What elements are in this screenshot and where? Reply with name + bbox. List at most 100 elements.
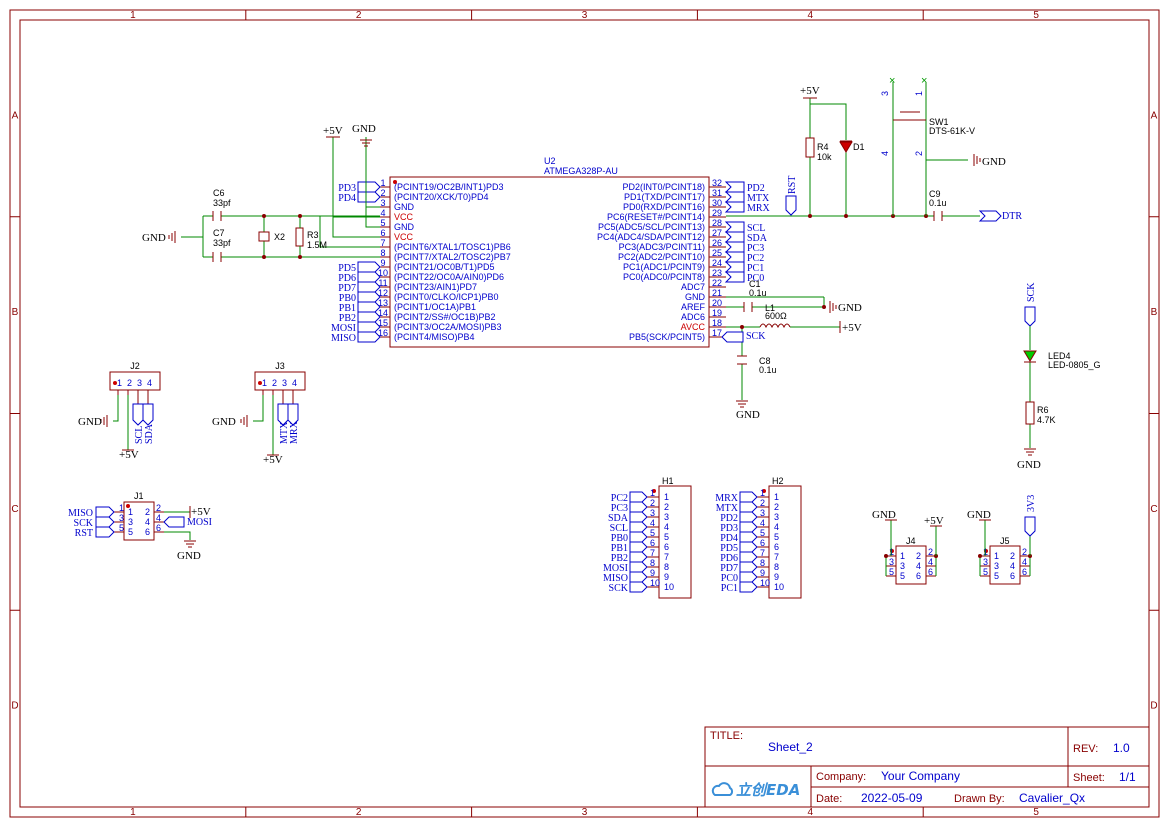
r6-value: 4.7K xyxy=(1037,415,1056,425)
mcu-left-pd7-flag xyxy=(357,281,381,293)
j1-sck-flag xyxy=(95,516,115,528)
h2-pin-name: 10 xyxy=(774,582,784,592)
c1-value: 0.1u xyxy=(749,288,767,298)
h1-sda-flag xyxy=(629,511,648,523)
j3-ref: J3 xyxy=(275,361,285,371)
h2-pd6-net-label: PD6 xyxy=(720,553,738,564)
j5-pin: 3 xyxy=(994,561,999,571)
h2-pc0-flag xyxy=(739,571,758,583)
mcu-pin-name: ADC7 xyxy=(681,282,705,292)
j3-pin: 2 xyxy=(272,378,277,388)
h2-pc1-net-label: PC1 xyxy=(721,583,738,594)
c9-value: 0.1u xyxy=(929,198,947,208)
j1-ref: J1 xyxy=(134,491,144,501)
mcu-right-pc1-flag xyxy=(724,261,745,273)
mcu-pin-name: GND xyxy=(685,292,706,302)
sw1-ref: SW1 xyxy=(929,117,949,127)
h1-pin: 3 xyxy=(650,508,655,518)
sw1-pin4: 4 xyxy=(880,151,890,156)
h2-pin-name: 6 xyxy=(774,542,779,552)
j2-pin: 4 xyxy=(147,378,152,388)
j1-pin: 4 xyxy=(156,513,161,523)
j3-mtx-flag xyxy=(277,403,289,426)
j4-pin: 4 xyxy=(928,557,933,567)
h1-pin-name: 9 xyxy=(664,572,669,582)
j1-pin: 2 xyxy=(145,507,150,517)
crystal-x2 xyxy=(258,231,270,242)
h2-pin-name: 4 xyxy=(774,522,779,532)
h1-pc3-net-label: PC3 xyxy=(611,503,628,514)
h1-pin-name: 4 xyxy=(664,522,669,532)
j1-mosi-flag xyxy=(163,516,185,528)
title-block: TITLE: Sheet_2 REV: 1.0 Company: Your Co… xyxy=(704,726,1150,808)
mcu-pin-number: 15 xyxy=(378,318,388,328)
j4-pin: 3 xyxy=(900,561,905,571)
led-icon xyxy=(1023,350,1037,362)
mcu-pin-number: 11 xyxy=(378,278,387,288)
gnd-label-c8: GND xyxy=(736,409,760,421)
j1-gnd-label: GND xyxy=(177,550,201,562)
gnd-label-led: GND xyxy=(1017,459,1041,471)
h1-pb1-flag xyxy=(629,541,648,553)
h2-pin-name: 9 xyxy=(774,572,779,582)
j1-pin: 1 xyxy=(128,507,133,517)
j1-pin: 6 xyxy=(156,523,161,533)
gnd-label-j2: GND xyxy=(78,416,102,428)
j1-miso-flag xyxy=(95,506,115,518)
h1-miso-flag xyxy=(629,571,648,583)
mcu-body xyxy=(389,176,710,348)
reset-circuit: C9 0.1u DTR R4 10k D1 +5V RST 3 1 4 2 SW… xyxy=(726,75,1022,222)
mcu-pin-name: PC4(ADC4/SDA/PCINT12) xyxy=(597,232,705,242)
vcc-label-reset: +5V xyxy=(800,85,820,97)
sw1-pin1: 1 xyxy=(914,91,924,96)
h1-miso-net-label: MISO xyxy=(603,573,628,584)
mcu-pin-name: (PCINT23/AIN1)PD7 xyxy=(394,282,477,292)
j1-miso-net-label: MISO xyxy=(68,508,93,519)
c9-ref: C9 xyxy=(929,189,941,199)
mcu-part: ATMEGA328P-AU xyxy=(544,166,618,176)
j4-pin: 1 xyxy=(889,547,894,557)
mcu-pin-number: 28 xyxy=(712,218,722,228)
h2-pin: 7 xyxy=(760,548,765,558)
j5-pin: 4 xyxy=(1010,561,1015,571)
row-marker: B xyxy=(12,307,19,318)
mcu-pin-number: 2 xyxy=(380,188,385,198)
mcu-left-pd6-flag xyxy=(357,271,381,283)
h1-pin-name: 8 xyxy=(664,562,669,572)
r3-ref: R3 xyxy=(307,230,319,240)
mcu-ref: U2 xyxy=(544,156,556,166)
c8-ref: C8 xyxy=(759,356,771,366)
column-marker: 3 xyxy=(582,807,588,818)
mcu-pin-number: 5 xyxy=(380,218,385,228)
h1-pc2-net-label: PC2 xyxy=(611,493,628,504)
l1-value: 600Ω xyxy=(765,311,787,321)
h2-pd3-net-label: PD3 xyxy=(720,523,738,534)
gnd-label-j4: GND xyxy=(872,509,896,521)
gnd-label-j5: GND xyxy=(967,509,991,521)
h2-pin-name: 3 xyxy=(774,512,779,522)
h2-pin-name: 2 xyxy=(774,502,779,512)
h1-mosi-flag xyxy=(629,561,648,573)
rev-label: REV: xyxy=(1073,743,1098,755)
mcu-right-pc0-net-label: PC0 xyxy=(747,273,764,284)
sheet-title: Sheet_2 xyxy=(768,740,813,754)
drawn-value: Cavalier_Qx xyxy=(1019,791,1085,805)
column-marker: 2 xyxy=(356,807,362,818)
mcu-pin-name: (PCINT0/CLKO/ICP1)PB0 xyxy=(394,292,499,302)
mcu-right-pc3-net-label: PC3 xyxy=(747,243,764,254)
j3-mtx-net-label: MTX xyxy=(279,421,290,444)
connector-power-labels: GND +5V GND +5V GND +5V GND 3V3 xyxy=(78,416,1037,537)
j1-pin: 6 xyxy=(145,527,150,537)
h1-mosi-net-label: MOSI xyxy=(603,563,628,574)
x2-ref: X2 xyxy=(274,232,285,242)
vcc-label-analog: +5V xyxy=(842,322,862,334)
mcu-left-mosi-flag xyxy=(357,321,381,333)
mcu-pin-name: PC1(ADC1/PCINT9) xyxy=(623,262,705,272)
h2-pd7-flag xyxy=(739,561,758,573)
